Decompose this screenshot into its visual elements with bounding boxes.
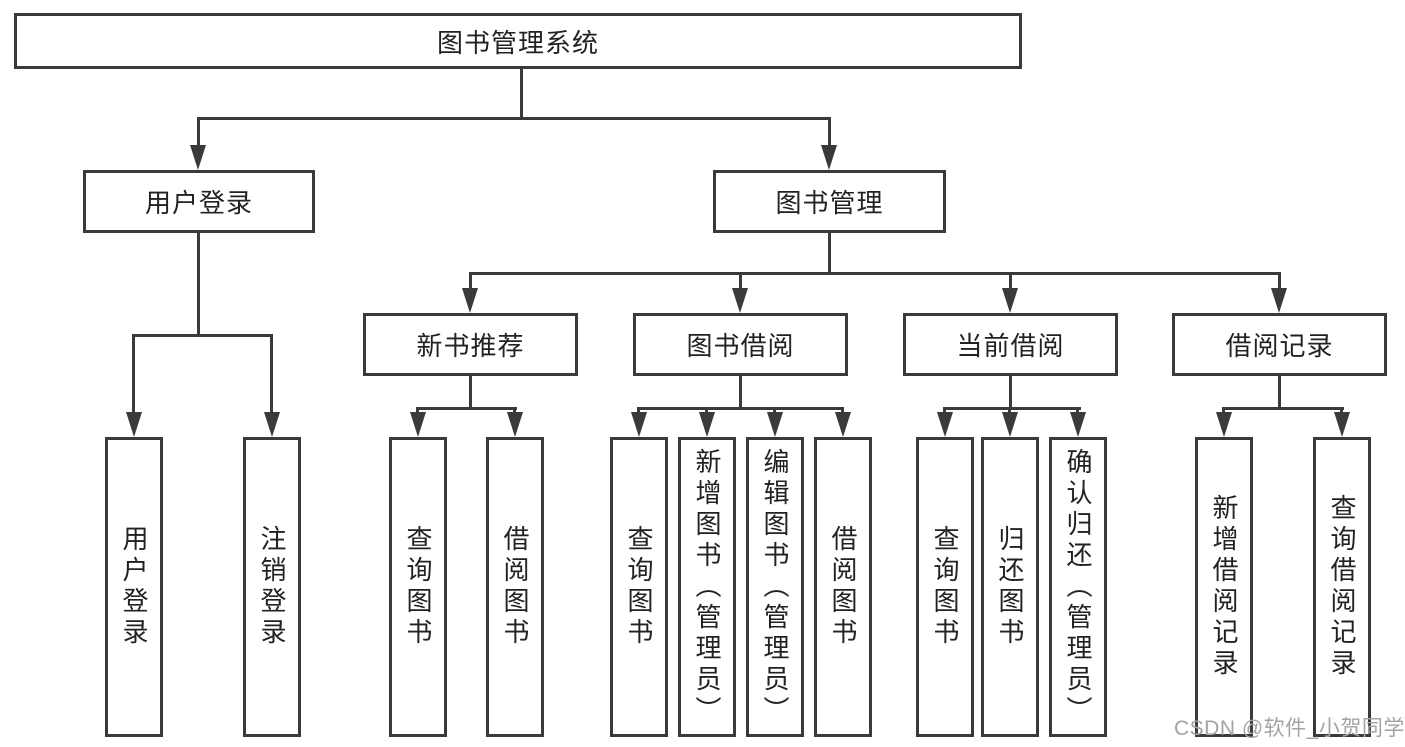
node-current-borrowing-label: 当前借阅 <box>956 331 1065 361</box>
connector-records-drop-1 <box>1222 407 1225 414</box>
leaf-borrow-books-recommend-label: 借阅图书 <box>500 525 530 649</box>
node-root: 图书管理系统 <box>14 13 1022 69</box>
connector-book-mgmt-drop-4 <box>1278 272 1281 290</box>
connector-current-stem <box>1009 376 1012 410</box>
connector-borrowing-drop-1 <box>637 407 640 414</box>
leaf-query-books-current: 查询图书 <box>916 437 974 737</box>
connector-current-drop-3 <box>1076 407 1079 414</box>
connector-root-bar <box>197 117 831 120</box>
watermark-text: CSDN @软件_小贺同学 <box>1174 717 1405 740</box>
connector-current-drop-2 <box>1008 407 1011 414</box>
node-new-book-recommend: 新书推荐 <box>363 313 578 376</box>
arrow-to-leaf-logout <box>264 412 280 437</box>
connector-root-drop-right <box>828 117 831 147</box>
connector-book-mgmt-bar <box>469 272 1281 275</box>
leaf-add-books-admin-label: 新增图书（管理员） <box>692 447 722 727</box>
connector-book-mgmt-drop-3 <box>1009 272 1012 290</box>
leaf-borrow-books-recommend: 借阅图书 <box>486 437 544 737</box>
connector-user-login-bar <box>132 334 273 337</box>
node-borrowing-records: 借阅记录 <box>1172 313 1387 376</box>
leaf-add-borrow-record: 新增借阅记录 <box>1195 437 1253 737</box>
leaf-confirm-return-admin: 确认归还（管理员） <box>1049 437 1107 737</box>
arrow-to-borrowing-records <box>1271 288 1287 313</box>
connector-borrowing-drop-4 <box>841 407 844 414</box>
arrow-to-book-management <box>821 145 837 170</box>
node-new-book-recommend-label: 新书推荐 <box>416 331 525 361</box>
arrow-to-query-books-borrowing <box>631 412 647 437</box>
arrow-to-book-borrowing <box>732 288 748 313</box>
connector-new-rec-drop-2 <box>513 407 516 414</box>
arrow-to-confirm-return-admin <box>1070 412 1086 437</box>
connector-records-stem <box>1278 376 1281 410</box>
leaf-confirm-return-admin-label: 确认归还（管理员） <box>1063 447 1093 727</box>
leaf-query-books-borrowing: 查询图书 <box>610 437 668 737</box>
arrow-to-query-books-recommend <box>410 412 426 437</box>
connector-new-rec-stem <box>469 376 472 410</box>
connector-borrowing-drop-2 <box>705 407 708 414</box>
connector-borrowing-drop-3 <box>773 407 776 414</box>
connector-borrowing-bar <box>637 407 844 410</box>
leaf-add-books-admin: 新增图书（管理员） <box>678 437 736 737</box>
leaf-user-login: 用户登录 <box>105 437 163 737</box>
leaf-query-books-borrowing-label: 查询图书 <box>624 525 654 649</box>
node-borrowing-records-label: 借阅记录 <box>1225 331 1334 361</box>
leaf-edit-books-admin: 编辑图书（管理员） <box>746 437 804 737</box>
arrow-to-user-login <box>190 145 206 170</box>
leaf-return-books-label: 归还图书 <box>995 525 1025 649</box>
node-root-label: 图书管理系统 <box>436 27 599 58</box>
connector-borrowing-stem <box>739 376 742 410</box>
arrow-to-leaf-user-login <box>126 412 142 437</box>
connector-user-login-drop-1 <box>132 334 135 415</box>
connector-current-drop-1 <box>943 407 946 414</box>
connector-root-drop-left <box>197 117 200 147</box>
connector-user-login-stem <box>197 233 200 336</box>
node-user-login: 用户登录 <box>83 170 315 233</box>
arrow-to-borrow-books-recommend <box>507 412 523 437</box>
leaf-query-books-recommend: 查询图书 <box>389 437 447 737</box>
node-book-borrowing: 图书借阅 <box>633 313 848 376</box>
connector-new-rec-drop-1 <box>416 407 419 414</box>
arrow-to-query-books-current <box>937 412 953 437</box>
leaf-user-login-label: 用户登录 <box>119 525 149 649</box>
node-book-management-label: 图书管理 <box>775 188 884 218</box>
leaf-logout: 注销登录 <box>243 437 301 737</box>
leaf-query-borrow-record-label: 查询借阅记录 <box>1327 494 1357 680</box>
arrow-to-add-books-admin <box>699 412 715 437</box>
arrow-to-edit-books-admin <box>767 412 783 437</box>
arrow-to-add-borrow-record <box>1216 412 1232 437</box>
node-current-borrowing: 当前借阅 <box>903 313 1118 376</box>
arrow-to-new-book-recommend <box>462 288 478 313</box>
connector-current-bar <box>943 407 1081 410</box>
arrow-to-return-books <box>1002 412 1018 437</box>
connector-records-bar <box>1222 407 1344 410</box>
leaf-query-books-recommend-label: 查询图书 <box>403 525 433 649</box>
connector-new-rec-bar <box>416 407 517 410</box>
leaf-logout-label: 注销登录 <box>257 525 287 649</box>
leaf-query-borrow-record: 查询借阅记录 <box>1313 437 1371 737</box>
arrow-to-borrow-books-borrowing <box>835 412 851 437</box>
leaf-borrow-books-borrowing: 借阅图书 <box>814 437 872 737</box>
leaf-borrow-books-borrowing-label: 借阅图书 <box>828 525 858 649</box>
connector-user-login-drop-2 <box>270 334 273 415</box>
leaf-edit-books-admin-label: 编辑图书（管理员） <box>760 447 790 727</box>
leaf-return-books: 归还图书 <box>981 437 1039 737</box>
node-user-login-label: 用户登录 <box>144 188 253 218</box>
node-book-management: 图书管理 <box>713 170 946 233</box>
leaf-query-books-current-label: 查询图书 <box>930 525 960 649</box>
connector-book-mgmt-drop-1 <box>469 272 472 290</box>
arrow-to-query-borrow-record <box>1334 412 1350 437</box>
connector-book-mgmt-stem <box>828 233 831 275</box>
leaf-add-borrow-record-label: 新增借阅记录 <box>1209 494 1239 680</box>
node-book-borrowing-label: 图书借阅 <box>686 331 795 361</box>
arrow-to-current-borrowing <box>1002 288 1018 313</box>
connector-book-mgmt-drop-2 <box>739 272 742 290</box>
connector-records-drop-2 <box>1340 407 1343 414</box>
connector-root-stem <box>520 69 523 119</box>
